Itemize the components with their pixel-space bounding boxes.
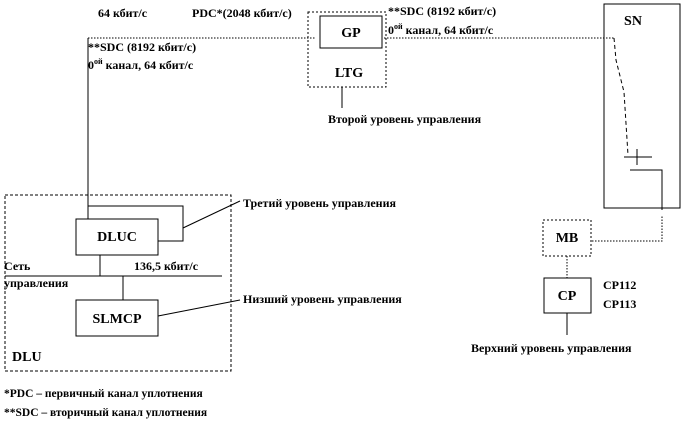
channel-right-label: 0ой канал, 64 кбит/с — [388, 22, 494, 37]
lower-level-label: Низший уровень управления — [243, 292, 402, 306]
cp113-label: CP113 — [603, 297, 636, 311]
footnote-sdc: **SDC – вторичный канал уплотнения — [4, 407, 207, 419]
mb-box — [542, 219, 592, 257]
sdc-left-label: **SDC (8192 кбит/с) — [88, 40, 196, 54]
network-label-line2: управления — [4, 276, 69, 290]
channel-right-sup: ой — [394, 22, 403, 31]
ltg-label: LTG — [335, 66, 363, 81]
channel-left-rest: канал, 64 кбит/с — [103, 58, 194, 72]
third-level-label: Третий уровень управления — [243, 196, 397, 210]
gp-box — [319, 15, 383, 49]
cp112-label: CP112 — [603, 278, 636, 292]
channel-right-rest: канал, 64 кбит/с — [403, 23, 494, 37]
mb-label: MB — [556, 231, 579, 246]
dluc-box — [75, 218, 159, 256]
pdc-label: PDC*(2048 кбит/с) — [192, 6, 292, 20]
slmcp-level-pointer — [157, 299, 241, 317]
cp-box — [543, 277, 592, 314]
channel-left-label: 0ой канал, 64 кбит/с — [88, 57, 194, 72]
channel-right-zero: 0 — [388, 23, 394, 37]
dlu-label: DLU — [12, 350, 42, 365]
dluc-label: DLUC — [97, 230, 137, 245]
second-level-label: Второй уровень управления — [328, 112, 482, 126]
dluc-level-pointer — [182, 200, 241, 229]
network-label-line1: Сеть — [4, 259, 31, 273]
sn-path-dashed — [613, 37, 629, 156]
top-left-rate: 64 кбит/с — [98, 6, 148, 20]
channel-left-sup: ой — [94, 57, 103, 66]
slmcp-box — [75, 299, 159, 337]
dlu-box — [4, 194, 232, 372]
upper-level-label: Верхний уровень управления — [471, 341, 632, 355]
gp-label: GP — [341, 26, 361, 41]
channel-left-zero: 0 — [88, 58, 94, 72]
sdc-right-label: **SDC (8192 кбит/с) — [388, 4, 496, 18]
mb-sn-link — [592, 216, 663, 242]
footnote-pdc: *PDC – первичный канал уплотнения — [4, 388, 203, 400]
sn-box — [603, 3, 681, 209]
sn-path-solid — [630, 169, 663, 210]
ltg-box — [307, 11, 387, 88]
slmcp-label: SLMCP — [93, 312, 142, 327]
sn-label: SN — [624, 14, 642, 29]
bus-rate-label: 136,5 кбит/с — [134, 259, 199, 273]
cp-label: CP — [558, 289, 577, 304]
